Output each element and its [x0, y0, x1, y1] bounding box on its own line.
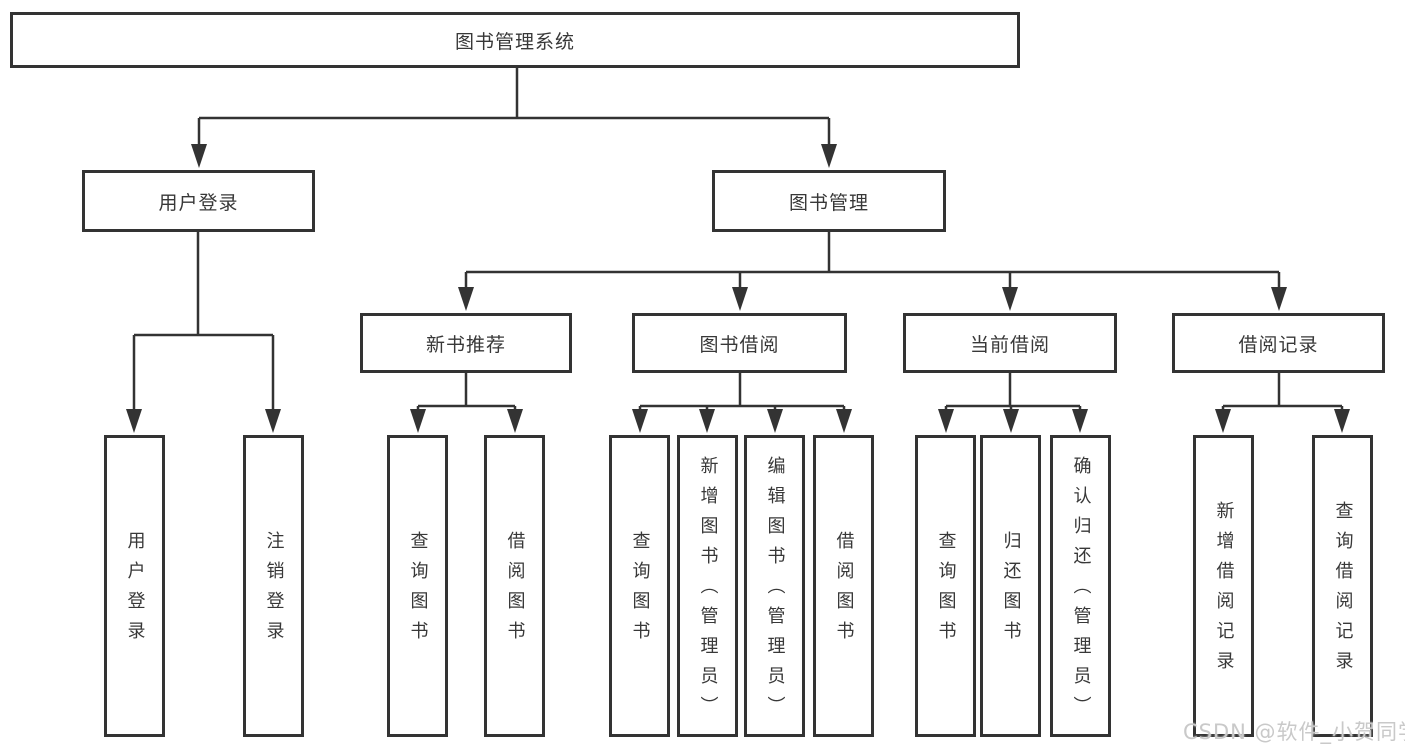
leaf-user-login: 用户登录	[104, 435, 165, 737]
node-borrow-records: 借阅记录	[1172, 313, 1385, 373]
leaf-query-books-3: 查询图书	[915, 435, 976, 737]
node-current-borrow: 当前借阅	[903, 313, 1117, 373]
node-book-borrow: 图书借阅	[632, 313, 847, 373]
node-user-login: 用户登录	[82, 170, 315, 232]
leaf-add-borrow-record: 新增借阅记录	[1193, 435, 1254, 737]
leaf-add-books-admin: 新增图书（管理员）	[677, 435, 738, 737]
leaf-return-books: 归还图书	[980, 435, 1041, 737]
leaf-logout: 注销登录	[243, 435, 304, 737]
leaf-query-books-1: 查询图书	[387, 435, 448, 737]
leaf-query-books-2: 查询图书	[609, 435, 670, 737]
leaf-borrow-books-1: 借阅图书	[484, 435, 545, 737]
arrowheads	[126, 144, 1350, 433]
leaf-confirm-return-admin: 确认归还（管理员）	[1050, 435, 1111, 737]
leaf-borrow-books-2: 借阅图书	[813, 435, 874, 737]
node-book-management: 图书管理	[712, 170, 946, 232]
node-new-book-recommend: 新书推荐	[360, 313, 572, 373]
node-root: 图书管理系统	[10, 12, 1020, 68]
leaf-edit-books-admin: 编辑图书（管理员）	[744, 435, 805, 737]
csdn-watermark: CSDN @软件_小贺同学	[1183, 720, 1405, 744]
leaf-query-borrow-record: 查询借阅记录	[1312, 435, 1373, 737]
